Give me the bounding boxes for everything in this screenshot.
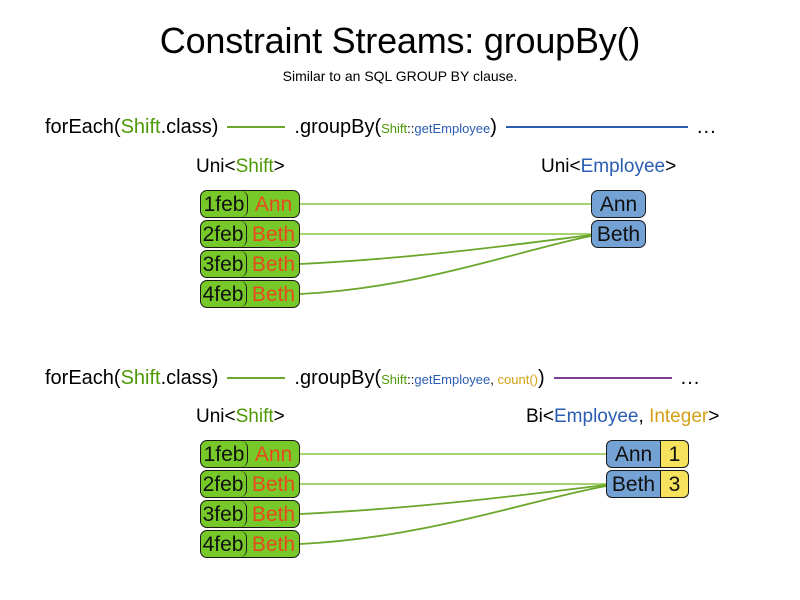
type-label-left-close-2: > bbox=[273, 406, 285, 427]
shift-date: 3feb bbox=[201, 501, 247, 527]
type-label-right-outer-1: Uni< bbox=[541, 156, 581, 177]
shift-row[interactable]: 3feb Beth bbox=[200, 500, 300, 528]
pipeline-row-2: forEach(Shift.class) .groupBy(Shift::get… bbox=[0, 365, 800, 391]
groupby-arg-separator-2: , bbox=[490, 371, 498, 387]
shift-row[interactable]: 4feb Beth bbox=[200, 280, 300, 308]
type-label-right-type-1: Employee bbox=[580, 156, 666, 177]
type-label-right-1: Uni<Employee> bbox=[541, 156, 676, 178]
groupby-prefix-2: .groupBy( bbox=[294, 366, 382, 389]
type-label-right-2: Bi<Employee, Integer> bbox=[526, 406, 719, 428]
foreach-expression-2: forEach(Shift.class) bbox=[45, 367, 218, 390]
type-label-right-close-1: > bbox=[665, 156, 677, 177]
page-subtitle: Similar to an SQL GROUP BY clause. bbox=[282, 68, 518, 84]
groupby-prefix-1: .groupBy( bbox=[294, 115, 382, 138]
type-label-right-type-2: Employee bbox=[554, 406, 639, 427]
shift-date: 3feb bbox=[201, 251, 247, 277]
link-line bbox=[299, 485, 607, 545]
groupby-sep-1: :: bbox=[407, 120, 415, 136]
employee-row[interactable]: Beth bbox=[591, 220, 646, 248]
groupby-class-1: Shift bbox=[381, 120, 408, 136]
type-label-right-type2-2: Integer bbox=[649, 406, 709, 427]
employee-count: 1 bbox=[661, 440, 689, 468]
link-line bbox=[299, 484, 607, 515]
groupby-class-2: Shift bbox=[381, 371, 408, 387]
foreach-type-2: Shift bbox=[120, 366, 161, 389]
connector-rule-green-1 bbox=[227, 126, 286, 128]
type-label-left-2: Uni<Shift> bbox=[196, 406, 285, 428]
shift-date: 1feb bbox=[201, 191, 248, 217]
connector-rule-blue-1 bbox=[505, 126, 688, 128]
foreach-prefix-1: forEach( bbox=[45, 115, 121, 138]
connector-rule-green-2 bbox=[227, 377, 286, 379]
groupby-expression-1: .groupBy(Shift::getEmployee) bbox=[294, 116, 497, 139]
shift-employee: Beth bbox=[251, 472, 296, 496]
foreach-suffix-2: .class) bbox=[160, 366, 219, 389]
groupby-suffix-1: ) bbox=[490, 115, 497, 138]
pipeline-ellipsis-1: ... bbox=[696, 115, 717, 138]
type-label-left-outer-1: Uni< bbox=[196, 156, 236, 177]
link-line bbox=[299, 235, 592, 295]
employee-name: Ann bbox=[599, 192, 638, 216]
employee-count-row[interactable]: Ann 1 bbox=[606, 440, 689, 468]
groupby-sep-2: :: bbox=[407, 371, 415, 387]
employee-count-row[interactable]: Beth 3 bbox=[606, 470, 689, 498]
shift-employee: Ann bbox=[254, 192, 293, 216]
shift-date: 4feb bbox=[201, 281, 247, 307]
shift-row[interactable]: 2feb Beth bbox=[200, 470, 300, 498]
type-label-left-1: Uni<Shift> bbox=[196, 156, 285, 178]
shift-row[interactable]: 4feb Beth bbox=[200, 530, 300, 558]
shift-employee: Ann bbox=[254, 442, 293, 466]
page-title: Constraint Streams: groupBy() bbox=[159, 20, 641, 61]
shift-row[interactable]: 1feb Ann bbox=[200, 190, 300, 218]
foreach-expression-1: forEach(Shift.class) bbox=[45, 116, 218, 139]
shift-date: 2feb bbox=[201, 221, 247, 247]
pipeline-ellipsis-2: ... bbox=[680, 366, 701, 389]
employee-name: Ann bbox=[606, 440, 661, 468]
employee-name: Beth bbox=[606, 470, 661, 498]
shift-employee: Beth bbox=[251, 282, 296, 306]
employee-row[interactable]: Ann bbox=[591, 190, 646, 218]
foreach-prefix-2: forEach( bbox=[45, 366, 121, 389]
groupby-collector-2: count() bbox=[497, 371, 538, 387]
type-label-left-close-1: > bbox=[273, 156, 285, 177]
type-label-left-type-2: Shift bbox=[235, 406, 274, 427]
link-line bbox=[299, 234, 592, 265]
type-label-left-outer-2: Uni< bbox=[196, 406, 236, 427]
shift-employee: Beth bbox=[251, 502, 296, 526]
foreach-type-1: Shift bbox=[120, 115, 161, 138]
groupby-expression-2: .groupBy(Shift::getEmployee, count()) bbox=[294, 367, 544, 390]
employee-name: Beth bbox=[596, 222, 641, 246]
shift-employee: Beth bbox=[251, 252, 296, 276]
shift-row[interactable]: 1feb Ann bbox=[200, 440, 300, 468]
shift-employee: Beth bbox=[251, 532, 296, 556]
type-label-right-close-2: > bbox=[708, 406, 720, 427]
groupby-method-2: getEmployee bbox=[414, 371, 491, 387]
type-label-left-type-1: Shift bbox=[235, 156, 274, 177]
employee-count: 3 bbox=[661, 470, 689, 498]
shift-row[interactable]: 2feb Beth bbox=[200, 220, 300, 248]
foreach-suffix-1: .class) bbox=[160, 115, 219, 138]
shift-date: 1feb bbox=[201, 441, 248, 467]
shift-date: 2feb bbox=[201, 471, 247, 497]
type-label-right-sep-2: , bbox=[638, 406, 650, 427]
pipeline-row-1: forEach(Shift.class) .groupBy(Shift::get… bbox=[0, 114, 800, 140]
groupby-method-1: getEmployee bbox=[414, 120, 491, 136]
shift-row[interactable]: 3feb Beth bbox=[200, 250, 300, 278]
type-label-right-outer-2: Bi< bbox=[526, 406, 554, 427]
shift-date: 4feb bbox=[201, 531, 247, 557]
connector-rule-purple-2 bbox=[553, 377, 672, 379]
shift-employee: Beth bbox=[251, 222, 296, 246]
groupby-suffix-2: ) bbox=[537, 366, 545, 389]
